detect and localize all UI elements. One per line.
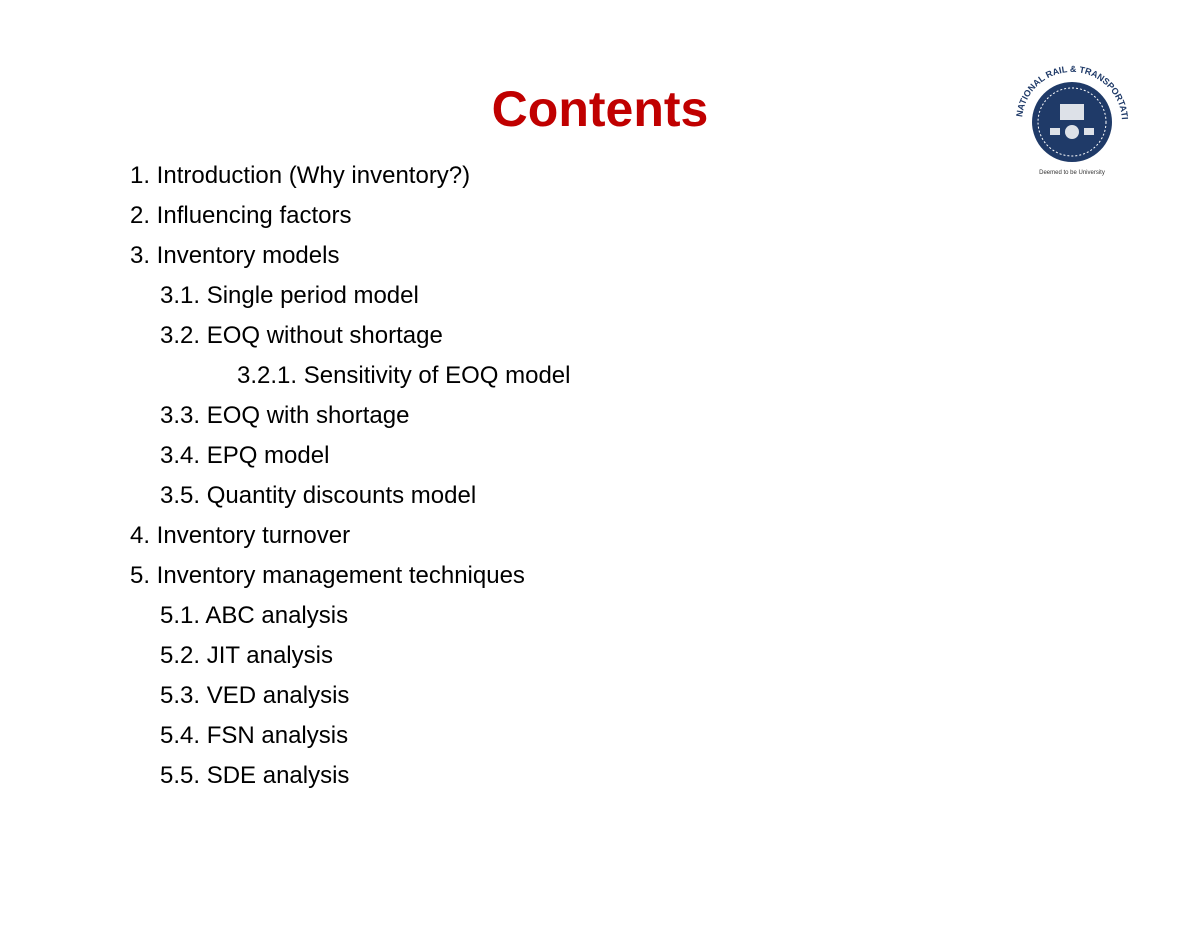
contents-item: 3.2.1. Sensitivity of EOQ model [237, 362, 571, 389]
contents-item: 3.4. EPQ model [160, 442, 330, 469]
contents-item: 5. Inventory management techniques [130, 562, 525, 589]
contents-item: 3.1. Single period model [160, 282, 419, 309]
contents-item: 5.2. JIT analysis [160, 642, 333, 669]
contents-item: 5.3. VED analysis [160, 682, 350, 709]
svg-text:Deemed to be University: Deemed to be University [1039, 170, 1105, 176]
contents-item: 3.3. EOQ with shortage [160, 402, 410, 429]
contents-item: 5.1. ABC analysis [160, 602, 349, 629]
institute-logo: NATIONAL RAIL & TRANSPORTATION INSTITUTE… [1000, 60, 1130, 176]
contents-item: 2. Influencing factors [130, 202, 352, 229]
contents-item: 1. Introduction (Why inventory?) [130, 162, 471, 189]
contents-item: 3.5. Quantity discounts model [160, 482, 477, 509]
contents-item: 4. Inventory turnover [130, 522, 351, 549]
contents-item: 5.4. FSN analysis [160, 722, 349, 749]
page-title: Contents [491, 81, 709, 137]
contents-item: 3. Inventory models [130, 242, 340, 269]
contents-item: 5.5. SDE analysis [160, 762, 350, 789]
contents-item: 3.2. EOQ without shortage [160, 322, 443, 349]
